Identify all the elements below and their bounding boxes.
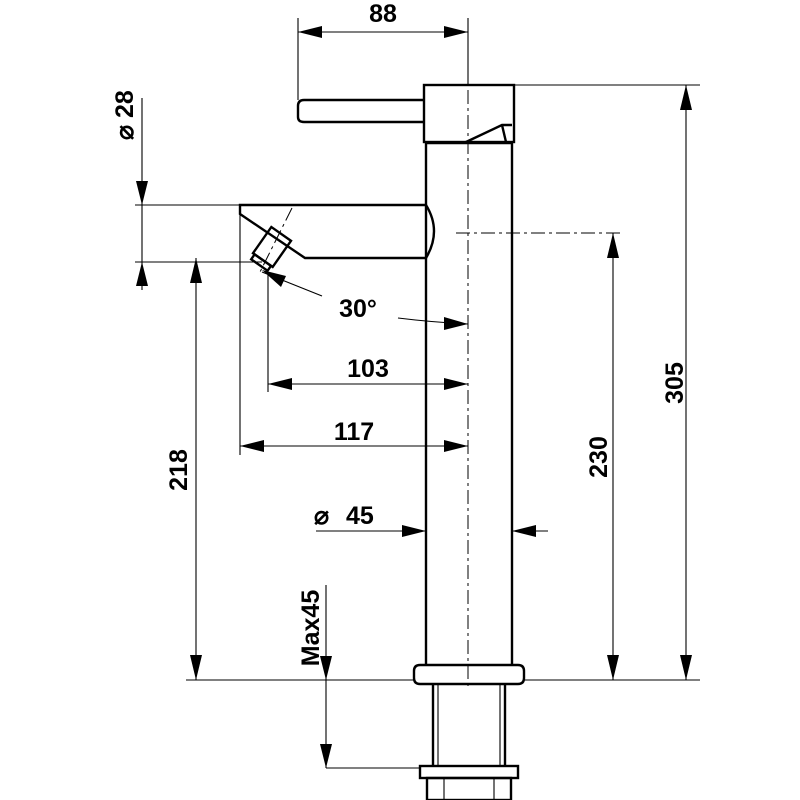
label-230: 230 [585,436,613,478]
label-117: 117 [334,418,374,446]
label-218: 218 [165,449,193,491]
diameter-symbol-45: ⌀ [314,502,329,530]
diameter-symbol-28: ⌀ [111,125,139,140]
label-28: 28 [111,90,139,118]
dimension-total-height: 305 [661,85,692,680]
dimension-outlet-angle: 30° [261,270,469,330]
faucet-outline [238,83,526,800]
dimension-body-diameter: ⌀ 45 [314,502,548,537]
dimension-outlet-reach-total: 117 [240,418,468,452]
dimension-handle-reach: 88 [298,0,468,38]
dimension-outlet-height: 218 [165,258,202,680]
dimension-outlet-reach-tip: 103 [268,355,468,390]
label-45: 45 [346,502,374,530]
label-88: 88 [369,0,397,28]
label-305: 305 [661,362,689,404]
dimension-spout-height: 230 [585,233,619,680]
label-max45: Max45 [297,590,325,667]
extension-lines [135,18,700,769]
label-30-degrees: 30° [339,295,377,323]
label-103: 103 [347,355,389,383]
dimension-deck-max: Max45 [297,585,420,769]
dimension-handle-diameter: ⌀ 28 [111,90,148,290]
